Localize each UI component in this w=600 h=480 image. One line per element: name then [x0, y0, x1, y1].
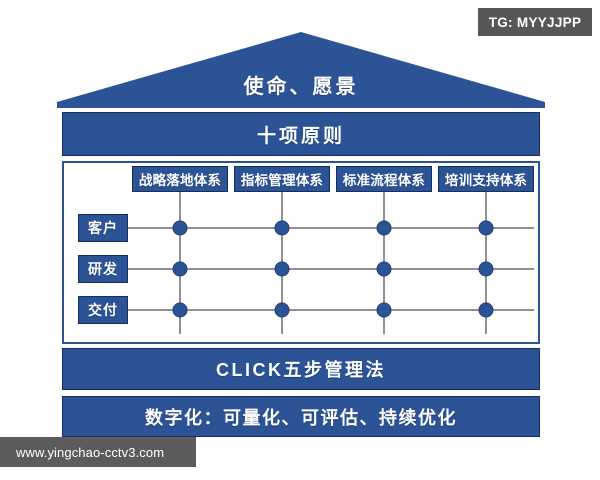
- matrix-row-header-1[interactable]: 研发: [78, 255, 128, 283]
- matrix-panel: 战略落地体系 指标管理体系 标准流程体系 培训支持体系 客户: [62, 161, 540, 344]
- matrix-column-header-0-label: 战略落地体系: [138, 173, 222, 188]
- roof-label: 使命、愿景: [243, 76, 359, 98]
- band-click-method: CLICK五步管理法: [62, 348, 540, 390]
- matrix-column-header-3-label: 培训支持体系: [444, 173, 528, 188]
- matrix-node-r0-c2[interactable]: [376, 220, 392, 236]
- watermark-label: www.yingchao-cctv3.com: [16, 444, 165, 460]
- matrix-row-header-0[interactable]: 客户: [78, 214, 128, 242]
- matrix-node-r1-c3[interactable]: [478, 261, 494, 277]
- matrix-row-header-1-label: 研发: [88, 261, 118, 277]
- matrix-grid-hline-1: [128, 268, 534, 270]
- matrix-column-header-3[interactable]: 培训支持体系: [438, 166, 534, 192]
- roof-shape: 使命、愿景: [55, 30, 547, 108]
- band-click-method-label: CLICK五步管理法: [216, 360, 386, 380]
- matrix-column-header-1[interactable]: 指标管理体系: [234, 166, 330, 192]
- matrix-row-header-2[interactable]: 交付: [78, 296, 128, 324]
- matrix-node-r0-c3[interactable]: [478, 220, 494, 236]
- matrix-node-r0-c0[interactable]: [172, 220, 188, 236]
- matrix-node-r1-c2[interactable]: [376, 261, 392, 277]
- band-principles-label: 十项原则: [256, 125, 345, 147]
- watermark-banner: www.yingchao-cctv3.com: [0, 437, 196, 467]
- matrix-node-r1-c0[interactable]: [172, 261, 188, 277]
- matrix-column-header-1-label: 指标管理体系: [240, 173, 324, 188]
- matrix-column-header-2-label: 标准流程体系: [342, 173, 426, 188]
- matrix-row-header-0-label: 客户: [88, 220, 118, 236]
- matrix-node-r0-c1[interactable]: [274, 220, 290, 236]
- matrix-node-r2-c0[interactable]: [172, 302, 188, 318]
- roof-triangle-icon: [57, 32, 545, 108]
- matrix-column-header-2[interactable]: 标准流程体系: [336, 166, 432, 192]
- matrix-row-header-2-label: 交付: [88, 302, 118, 318]
- band-principles: 十项原则: [62, 112, 540, 156]
- matrix-grid-hline-2: [128, 309, 534, 311]
- tg-badge-label: TG: MYYJJPP: [488, 14, 582, 30]
- band-digital-label: 数字化：可量化、可评估、持续优化: [145, 407, 457, 428]
- matrix-column-header-0[interactable]: 战略落地体系: [132, 166, 228, 192]
- matrix-node-r2-c3[interactable]: [478, 302, 494, 318]
- band-digital: 数字化：可量化、可评估、持续优化: [62, 396, 540, 437]
- matrix-node-r1-c1[interactable]: [274, 261, 290, 277]
- matrix-node-r2-c1[interactable]: [274, 302, 290, 318]
- matrix-grid-hline-0: [128, 227, 534, 229]
- matrix-node-r2-c2[interactable]: [376, 302, 392, 318]
- matrix-inner: 战略落地体系 指标管理体系 标准流程体系 培训支持体系 客户: [64, 163, 538, 342]
- tg-badge: TG: MYYJJPP: [478, 8, 592, 36]
